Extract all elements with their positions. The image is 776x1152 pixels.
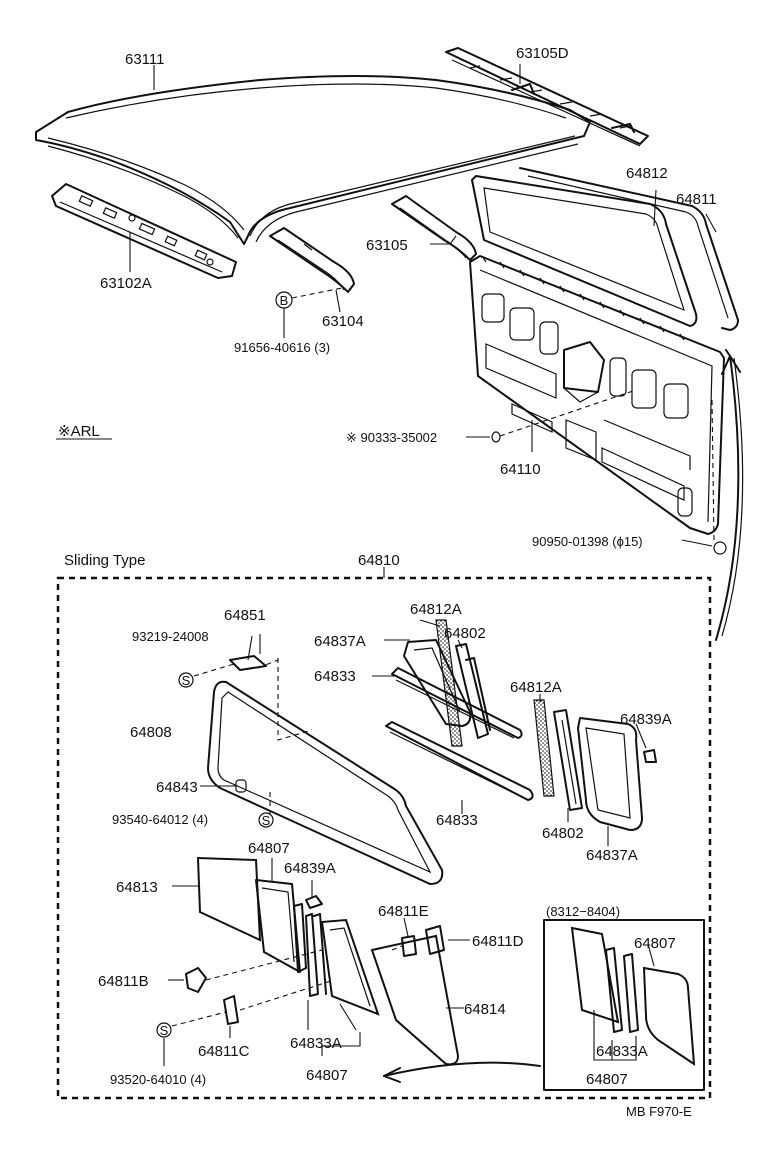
glass-64814[interactable] [370, 934, 460, 1066]
label-64833-b: 64833 [436, 812, 478, 829]
glass-64807-b[interactable] [320, 918, 380, 1016]
sash-64837A-mid[interactable] [577, 717, 643, 831]
label-64811D: 64811D [472, 933, 524, 950]
label-64839A-left: 64839A [284, 860, 336, 877]
label-64808: 64808 [130, 724, 172, 741]
glass-64807-date-b[interactable] [642, 966, 696, 1066]
label-63102A: 63102A [100, 275, 152, 292]
label-64802-top: 64802 [444, 625, 486, 642]
label-64810: 64810 [358, 552, 400, 569]
label-64837A-mid: 64837A [586, 847, 638, 864]
sliding-type-box [56, 576, 712, 1100]
label-64833A-b: 64833A [596, 1043, 648, 1060]
label-64811B: 64811B [98, 973, 149, 990]
bolt-symbol-B: B [275, 291, 293, 309]
label-63105: 63105 [366, 237, 408, 254]
label-93219: 93219-24008 [132, 629, 209, 644]
label-91656: 91656-40616 (3) [234, 340, 330, 355]
glass-64813[interactable] [196, 856, 262, 942]
label-64839A-right: 64839A [620, 711, 672, 728]
label-64811C: 64811C [198, 1043, 250, 1060]
roof-bow-63104[interactable] [269, 227, 355, 293]
drawing-code: MB F970-E [626, 1104, 692, 1119]
glass-64807-date-a[interactable] [570, 926, 620, 1024]
back-panel-64110[interactable] [469, 255, 725, 535]
label-64833-a: 64833 [314, 668, 356, 685]
back-window-64812[interactable] [471, 175, 698, 327]
label-64110: 64110 [500, 461, 541, 478]
date-range-box [543, 919, 705, 1091]
label-64851: 64851 [224, 607, 266, 624]
label-63104: 63104 [322, 313, 364, 330]
left-arrow-icon [383, 1061, 541, 1077]
svg-text:B: B [280, 293, 289, 308]
label-64812A-mid: 64812A [510, 679, 562, 696]
label-64837A-top: 64837A [314, 633, 366, 650]
label-93520: 93520-64010 (4) [110, 1072, 206, 1087]
front-header-63102A[interactable] [51, 183, 237, 279]
label-64807-a: 64807 [248, 840, 290, 857]
label-64843: 64843 [156, 779, 198, 796]
label-63105D: 63105D [516, 45, 569, 62]
panel-64807-a[interactable] [255, 879, 301, 973]
label-90950: 90950-01398 (ϕ15) [532, 534, 643, 549]
label-64812A-top: 64812A [410, 601, 462, 618]
label-64807-d: 64807 [586, 1071, 628, 1088]
label-93540: 93540-64012 (4) [112, 812, 208, 827]
label-90333: ※ 90333-35002 [346, 430, 437, 445]
label-64807-c: 64807 [634, 935, 676, 952]
date-range-label: (8312−8404) [546, 904, 620, 919]
sliding-frame-64808[interactable] [207, 680, 444, 885]
label-63111: 63111 [125, 51, 165, 68]
label-64813: 64813 [116, 879, 158, 896]
sliding-type-title: Sliding Type [64, 552, 145, 569]
roof-rail-63105D[interactable] [445, 47, 649, 147]
label-64814: 64814 [464, 1001, 506, 1018]
label-64812: 64812 [626, 165, 668, 182]
roof-bow-63105[interactable] [391, 195, 477, 261]
weatherstrip-64811[interactable] [519, 167, 739, 331]
sash-64837A-top[interactable] [403, 639, 472, 727]
label-64807-b: 64807 [306, 1067, 348, 1084]
svg-text:S: S [160, 1023, 169, 1038]
svg-text:S: S [262, 813, 271, 828]
legend-arl: ※ARL [58, 423, 100, 440]
roof-panel-63111[interactable] [35, 75, 591, 245]
label-64811E: 64811E [378, 903, 429, 920]
label-64802-mid: 64802 [542, 825, 584, 842]
label-64833A-a: 64833A [290, 1035, 342, 1052]
label-64811: 64811 [676, 191, 717, 208]
screw-symbol: S [182, 673, 191, 688]
